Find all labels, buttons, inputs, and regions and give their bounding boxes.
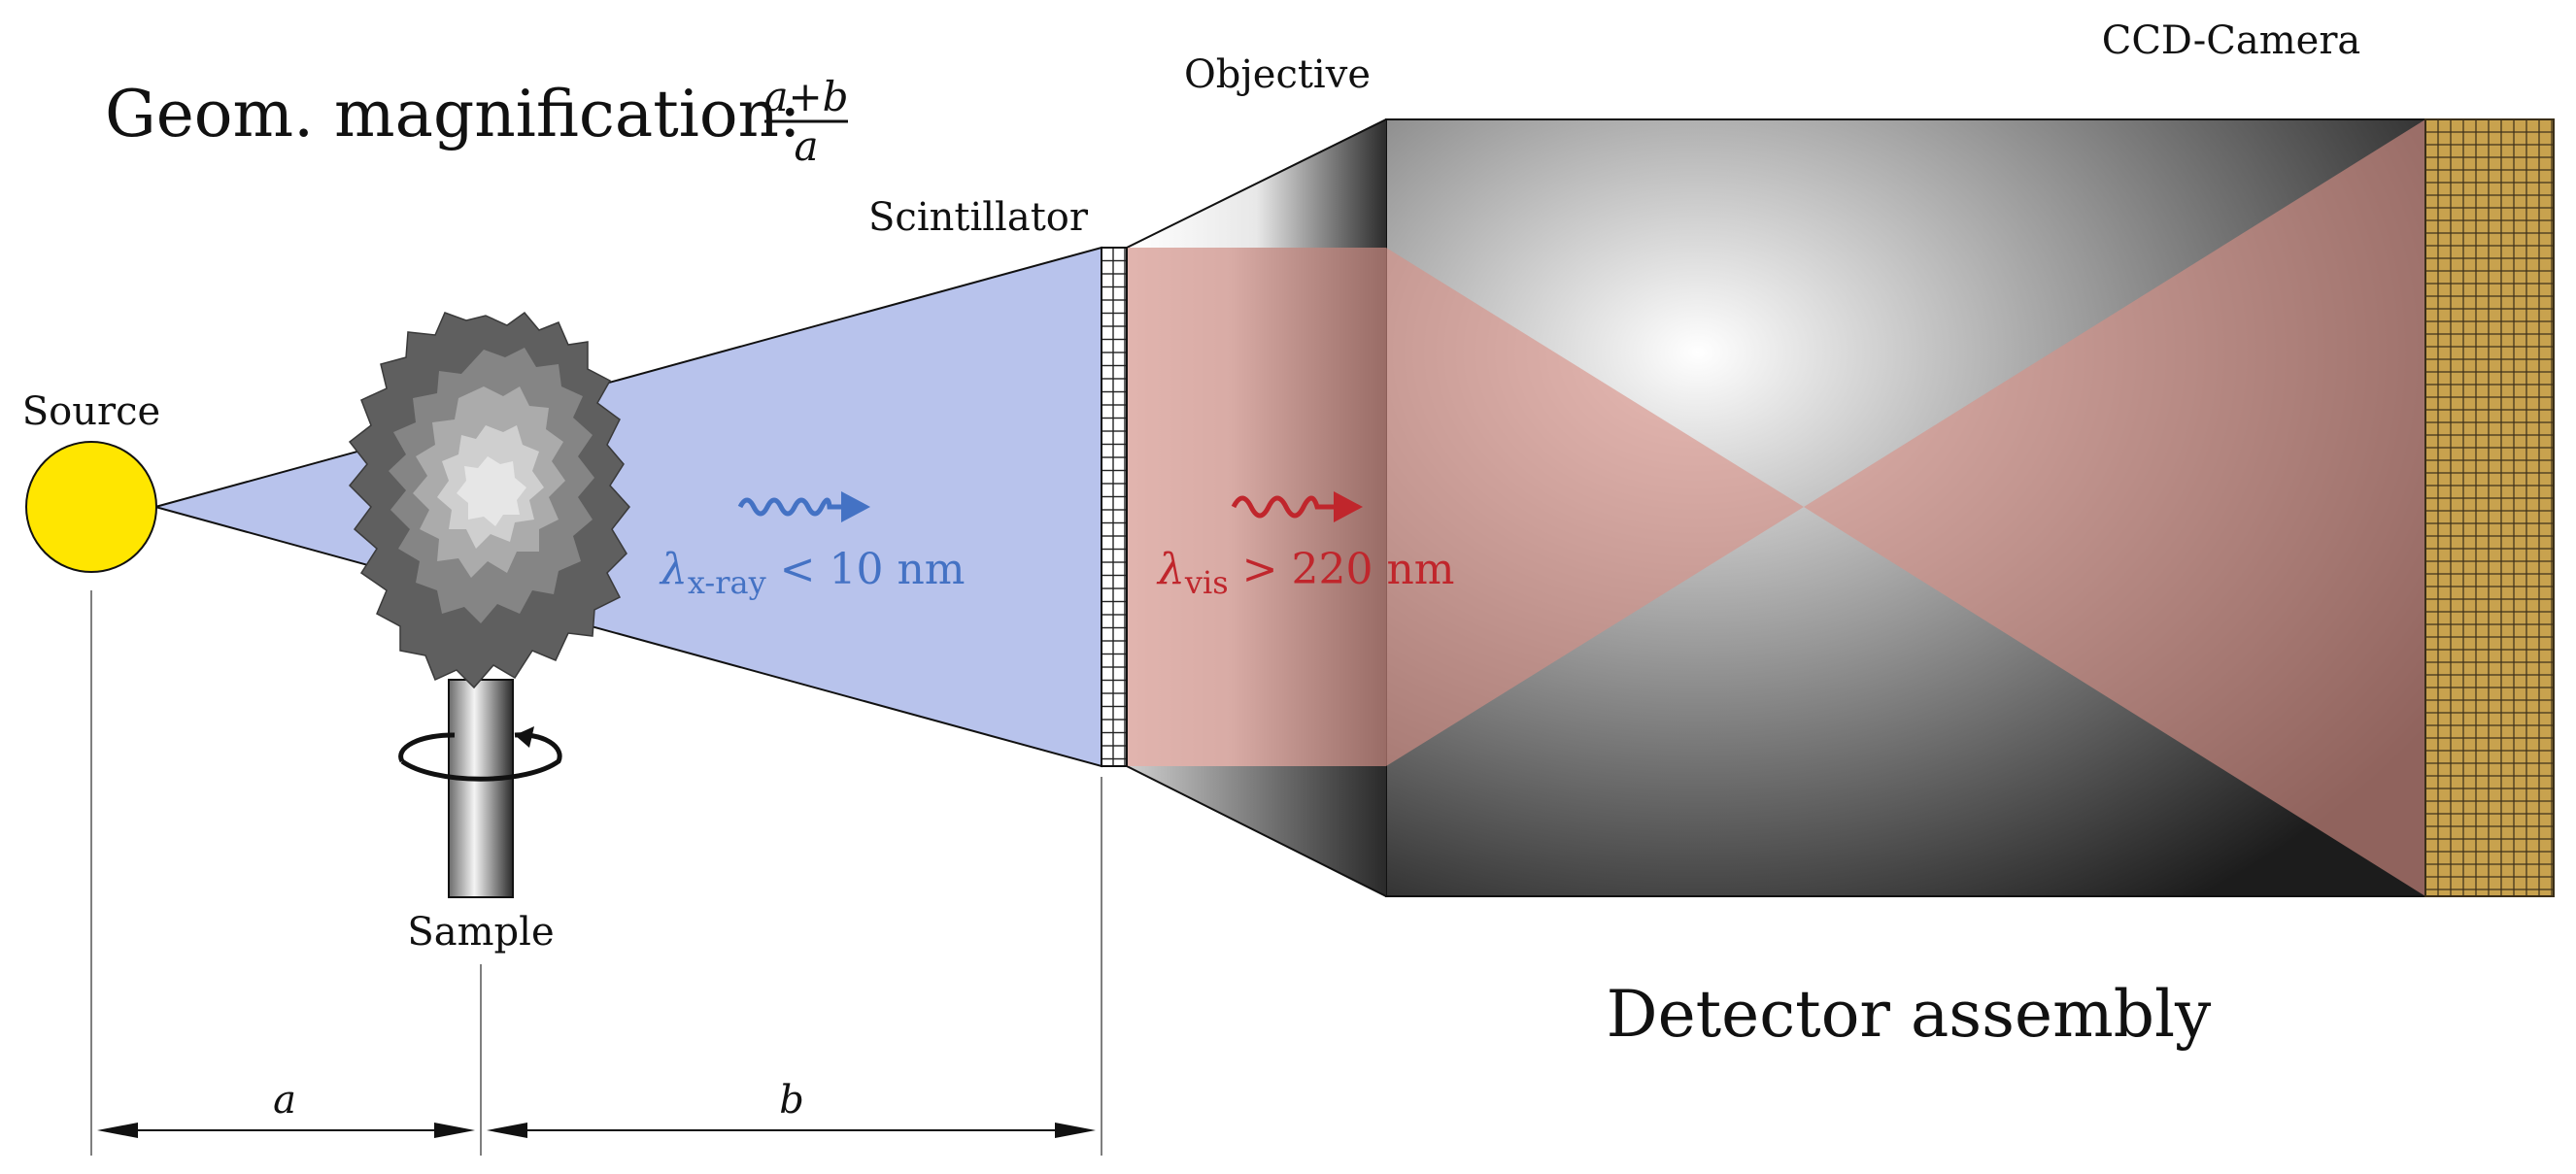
dimension-a: a	[97, 1078, 475, 1138]
ccd-camera-label: CCD-Camera	[2102, 18, 2361, 63]
magnification-fraction: a+b a	[763, 73, 848, 170]
wavy-arrow-icon	[737, 497, 843, 517]
source-circle	[25, 441, 157, 573]
visible-wave-arrow	[1231, 491, 1363, 522]
extension-lines	[90, 590, 1102, 1156]
source-label: Source	[22, 389, 160, 434]
detector-assembly-label: Detector assembly	[1607, 977, 2212, 1052]
objective-outline-top	[1126, 118, 1387, 249]
dimension-b: b	[487, 1078, 1096, 1138]
sample	[348, 311, 630, 689]
ccd-sensor	[2424, 118, 2555, 897]
scintillator	[1101, 247, 1128, 767]
dimension-a-label: a	[273, 1078, 296, 1123]
sample-label: Sample	[407, 910, 554, 955]
title-prefix: Geom. magnification:	[105, 77, 800, 151]
scintillator-label: Scintillator	[868, 195, 1089, 240]
objective-outline-bottom	[1126, 765, 1387, 897]
dimension-b-label: b	[779, 1078, 804, 1123]
wavy-arrow-icon	[1231, 495, 1336, 519]
fraction-numerator: a+b	[763, 73, 848, 120]
sample-holder	[448, 679, 514, 898]
objective-label: Objective	[1184, 52, 1371, 97]
fraction-denominator: a	[794, 122, 818, 170]
visible-wavelength: λvis> 220 nm	[1156, 545, 1455, 601]
xray-wave-arrow	[737, 491, 870, 522]
xray-wavelength: λx-ray< 10 nm	[659, 545, 966, 601]
rotation-arrow-icon	[398, 726, 562, 782]
